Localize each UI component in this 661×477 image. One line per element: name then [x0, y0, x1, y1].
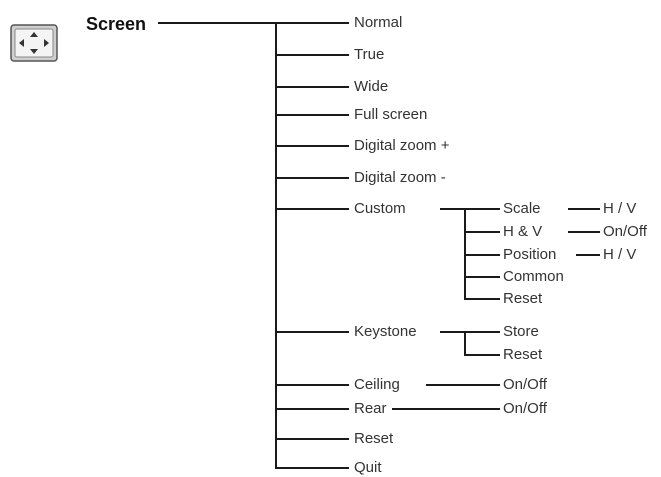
custom-item-common: Common: [503, 268, 564, 285]
custom-bus-line: [464, 208, 466, 298]
branch-line: [464, 354, 500, 356]
connector: [426, 384, 500, 386]
connector: [440, 208, 500, 210]
keystone-bus-line: [464, 331, 466, 354]
scale-value: H / V: [603, 200, 637, 217]
custom-item-scale: Scale: [503, 200, 541, 217]
menu-item-digital-zoom-minus: Digital zoom -: [354, 169, 446, 186]
custom-item-hv: H & V: [503, 223, 543, 240]
custom-item-reset: Reset: [503, 290, 543, 307]
branch-line: [275, 331, 349, 333]
branch-line: [464, 254, 500, 256]
branch-line: [464, 231, 500, 233]
position-value: H / V: [603, 246, 637, 263]
branch-line: [275, 208, 349, 210]
menu-item-quit: Quit: [354, 459, 382, 476]
menu-item-reset: Reset: [354, 430, 394, 447]
branch-line: [464, 298, 500, 300]
menu-item-rear: Rear: [354, 400, 387, 417]
menu-item-true: True: [354, 46, 385, 63]
branch-line: [275, 54, 349, 56]
connector: [568, 208, 600, 210]
connector: [158, 22, 276, 24]
branch-line: [275, 22, 349, 24]
keystone-item-reset: Reset: [503, 346, 543, 363]
menu-item-wide: Wide: [354, 78, 389, 95]
rear-value: On/Off: [503, 400, 547, 417]
branch-line: [275, 408, 349, 410]
screen-adjust-icon: [10, 24, 58, 62]
connector: [440, 331, 500, 333]
branch-line: [275, 114, 349, 116]
hv-value: On/Off: [603, 223, 647, 240]
menu-item-ceiling: Ceiling: [354, 376, 400, 393]
menu-item-digital-zoom-plus: Digital zoom +: [354, 137, 450, 154]
menu-item-keystone: Keystone: [354, 323, 417, 340]
menu-item-custom: Custom: [354, 200, 406, 217]
connector: [576, 254, 600, 256]
page-title: Screen: [86, 14, 147, 34]
connector: [392, 408, 500, 410]
branch-line: [464, 276, 500, 278]
keystone-item-store: Store: [503, 323, 539, 340]
main-bus-line: [275, 22, 277, 469]
branch-line: [275, 86, 349, 88]
custom-item-position: Position: [503, 246, 557, 263]
menu-item-normal: Normal: [354, 14, 403, 31]
branch-line: [275, 438, 349, 440]
connector: [568, 231, 600, 233]
menu-item-full-screen: Full screen: [354, 106, 428, 123]
branch-line: [275, 145, 349, 147]
branch-line: [275, 177, 349, 179]
branch-line: [275, 467, 349, 469]
ceiling-value: On/Off: [503, 376, 547, 393]
branch-line: [275, 384, 349, 386]
